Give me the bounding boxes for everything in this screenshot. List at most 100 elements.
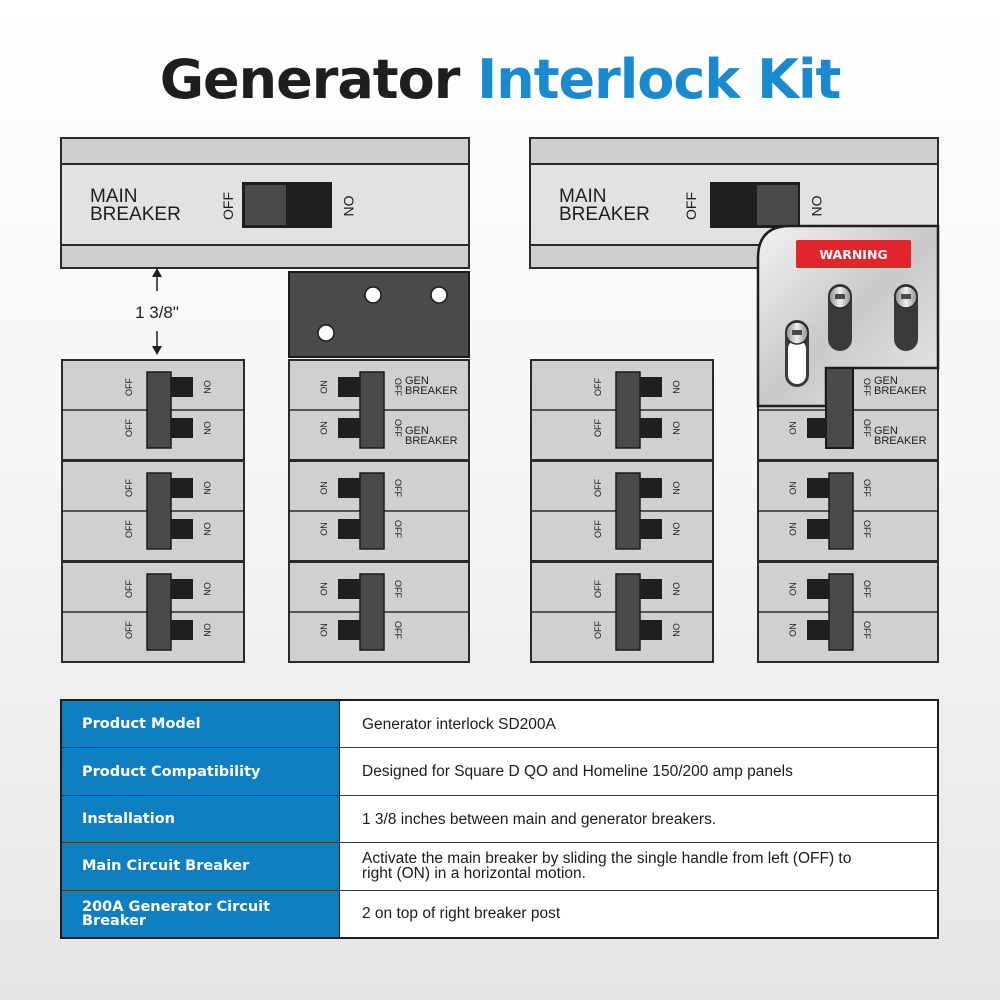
- gen-label-line2: BREAKER: [405, 385, 458, 397]
- spec-value: 2 on top of right breaker post: [340, 890, 937, 938]
- on-label: ON: [671, 623, 681, 637]
- off-label: OFF: [393, 621, 403, 639]
- off-label: OFF: [593, 580, 603, 598]
- on-label: ON: [671, 421, 681, 435]
- on-label: ON: [319, 380, 329, 394]
- off-label: OFF: [393, 378, 403, 396]
- spec-value: 1 3/8 inches between main and generator …: [340, 795, 937, 843]
- spec-value: Activate the main breaker by sliding the…: [340, 843, 937, 890]
- on-label: ON: [319, 522, 329, 536]
- off-label: OFF: [393, 520, 403, 538]
- off-label: OFF: [393, 419, 403, 437]
- off-label: OFF: [124, 580, 134, 598]
- left-main-breaker: MAIN BREAKER OFF ON: [60, 137, 470, 269]
- on-label: ON: [202, 582, 212, 596]
- on-label: ON: [202, 522, 212, 536]
- title-part1: Generator: [159, 48, 461, 111]
- left-main-label-line2: BREAKER: [90, 204, 181, 225]
- on-label: ON: [202, 421, 212, 435]
- gen-label-line1: GEN: [405, 375, 429, 387]
- right-main-label-line1: MAIN: [559, 186, 607, 207]
- off-label: OFF: [862, 580, 872, 598]
- off-label: OFF: [862, 621, 872, 639]
- dimension-indicator: 1 3/8": [135, 268, 179, 355]
- on-label: ON: [319, 582, 329, 596]
- right-breaker-column-b: ON OFF ON OFF GEN BREAKER GEN BREAKER ON…: [757, 359, 939, 663]
- on-label: ON: [788, 582, 798, 596]
- off-label: OFF: [862, 419, 872, 437]
- spec-label: Product Model: [62, 701, 340, 748]
- off-label: OFF: [124, 621, 134, 639]
- on-label: ON: [788, 522, 798, 536]
- spec-label: Installation: [62, 795, 340, 843]
- off-label: OFF: [593, 419, 603, 437]
- warning-badge: [796, 240, 911, 268]
- on-label: ON: [319, 623, 329, 637]
- left-main-label-line1: MAIN: [90, 186, 138, 207]
- on-label: ON: [319, 421, 329, 435]
- right-main-breaker: MAIN BREAKER OFF ON: [529, 137, 939, 269]
- lock-slot-icon: [785, 320, 809, 387]
- left-interlock-plate: [288, 271, 470, 358]
- off-label: OFF: [593, 520, 603, 538]
- off-label: OFF: [593, 621, 603, 639]
- on-label: ON: [671, 582, 681, 596]
- off-label: OFF: [124, 378, 134, 396]
- spec-value: Generator interlock SD200A: [340, 701, 937, 748]
- table-row: Installation 1 3/8 inches between main a…: [62, 795, 937, 844]
- lock-slot-icon: [828, 284, 852, 351]
- lock-slot-icon: [894, 284, 918, 351]
- on-label: ON: [202, 481, 212, 495]
- on-label: ON: [671, 481, 681, 495]
- table-row: Main Circuit Breaker Activate the main b…: [62, 843, 937, 891]
- on-label: ON: [788, 481, 798, 495]
- on-label: ON: [788, 623, 798, 637]
- on-label: ON: [202, 623, 212, 637]
- left-panel: MAIN BREAKER OFF ON 1 3/8": [60, 137, 470, 663]
- off-label: OFF: [393, 479, 403, 497]
- on-label: ON: [202, 380, 212, 394]
- on-label: ON: [319, 481, 329, 495]
- on-label: ON: [671, 522, 681, 536]
- gen-label-line2: BREAKER: [874, 435, 927, 447]
- title-part2: Interlock Kit: [477, 48, 841, 111]
- spec-label: Product Compatibility: [62, 748, 340, 795]
- left-breaker-column-b: ON OFF ON OFF GEN BREAKER GEN BREAKER ON…: [288, 359, 470, 663]
- warning-label: WARNING: [819, 247, 887, 262]
- right-breaker-column-a: OFF ON OFF ON OFF ON OFF ON: [530, 359, 714, 663]
- left-breaker-column-a: OFF ON OFF ON OFF ON OFF ON: [61, 359, 245, 663]
- gen-label-line1: GEN: [874, 425, 898, 437]
- interlock-diagram: MAIN BREAKER OFF ON 1 3/8": [60, 137, 940, 663]
- gen-label-line2: BREAKER: [405, 435, 458, 447]
- gen-label-line2: BREAKER: [874, 385, 927, 397]
- off-label: OFF: [393, 580, 403, 598]
- off-label: OFF: [124, 419, 134, 437]
- spec-label: 200A Generator Circuit Breaker: [62, 890, 340, 938]
- off-label: OFF: [593, 378, 603, 396]
- right-main-handle: [757, 185, 798, 225]
- spec-table: Product Model Generator interlock SD200A…: [60, 699, 939, 939]
- off-label: OFF: [862, 378, 872, 396]
- off-label: OFF: [124, 520, 134, 538]
- right-main-off-label: OFF: [683, 192, 699, 220]
- left-main-off-label: OFF: [220, 192, 236, 220]
- gen-label-line1: GEN: [405, 425, 429, 437]
- gen-label-line1: GEN: [874, 375, 898, 387]
- dimension-label: 1 3/8": [135, 303, 179, 322]
- spec-label: Main Circuit Breaker: [62, 843, 340, 890]
- off-label: OFF: [593, 479, 603, 497]
- page-title: Generator Interlock Kit: [0, 48, 1000, 112]
- right-main-on-label: ON: [809, 196, 825, 217]
- off-label: OFF: [862, 479, 872, 497]
- on-label: ON: [671, 380, 681, 394]
- left-main-on-label: ON: [341, 196, 357, 217]
- right-panel: MAIN BREAKER OFF ON OFF ON OFF ON: [529, 137, 940, 663]
- table-row: Product Compatibility Designed for Squar…: [62, 748, 937, 796]
- right-main-label-line2: BREAKER: [559, 204, 650, 225]
- off-label: OFF: [862, 520, 872, 538]
- off-label: OFF: [124, 479, 134, 497]
- on-label: ON: [788, 421, 798, 435]
- left-main-handle: [245, 185, 286, 225]
- right-interlock-plate: WARNING: [756, 224, 940, 449]
- table-row: 200A Generator Circuit Breaker 2 on top …: [62, 890, 937, 938]
